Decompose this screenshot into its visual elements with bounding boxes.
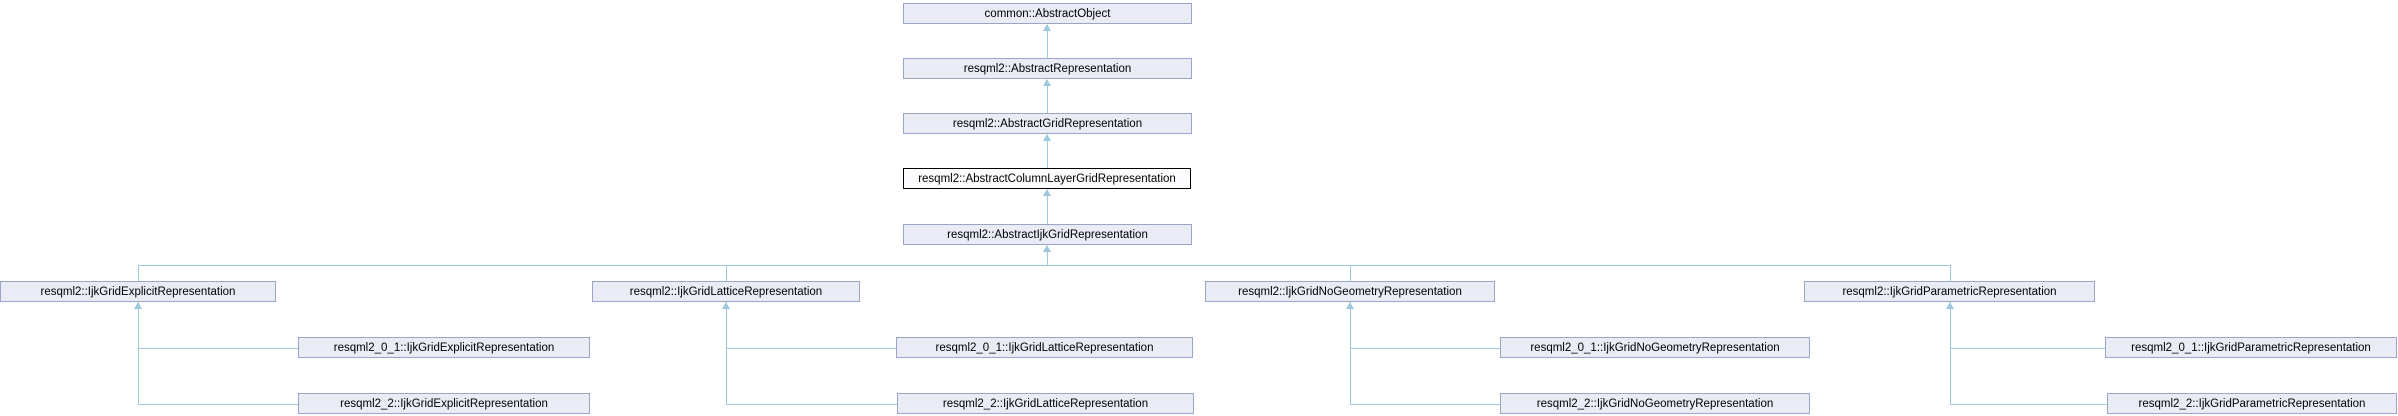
edge-line xyxy=(1950,302,1951,404)
class-node-resqml2-0-1-ijkgridexplicitrepresentation[interactable]: resqml2_0_1::IjkGridExplicitRepresentati… xyxy=(298,337,590,358)
class-node-resqml2-2-ijkgridexplicitrepresentation[interactable]: resqml2_2::IjkGridExplicitRepresentation xyxy=(298,393,590,414)
class-node-resqml2-2-ijkgridparametricrepresentation[interactable]: resqml2_2::IjkGridParametricRepresentati… xyxy=(2107,393,2397,414)
inheritance-arrow-icon xyxy=(1043,189,1051,196)
inheritance-arrow-icon xyxy=(1043,79,1051,86)
edge-line xyxy=(138,265,1951,266)
edge-line xyxy=(1950,348,2105,349)
edge-line xyxy=(1047,190,1048,224)
edge-line xyxy=(726,404,897,405)
edge-line xyxy=(1350,348,1500,349)
class-node-resqml2-ijkgridnogeometryrepresentation[interactable]: resqml2::IjkGridNoGeometryRepresentation xyxy=(1205,281,1495,302)
class-node-resqml2-0-1-ijkgridlatticerepresentation[interactable]: resqml2_0_1::IjkGridLatticeRepresentatio… xyxy=(896,337,1193,358)
edge-line xyxy=(1047,80,1048,113)
class-node-resqml2-abstractrepresentation[interactable]: resqml2::AbstractRepresentation xyxy=(903,58,1192,79)
edge-line xyxy=(1350,265,1351,281)
class-node-resqml2-abstractgridrepresentation[interactable]: resqml2::AbstractGridRepresentation xyxy=(903,113,1192,134)
edge-line xyxy=(726,348,896,349)
class-node-resqml2-ijkgridparametricrepresentation[interactable]: resqml2::IjkGridParametricRepresentation xyxy=(1804,281,2095,302)
edge-line xyxy=(1350,404,1500,405)
edge-line xyxy=(138,404,298,405)
edge-line xyxy=(726,302,727,404)
inheritance-arrow-icon xyxy=(134,302,142,309)
class-node-resqml2-ijkgridlatticerepresentation[interactable]: resqml2::IjkGridLatticeRepresentation xyxy=(592,281,860,302)
inheritance-arrow-icon xyxy=(722,302,730,309)
edge-line xyxy=(1350,302,1351,404)
class-node-resqml2-0-1-ijkgridnogeometryrepresentation[interactable]: resqml2_0_1::IjkGridNoGeometryRepresenta… xyxy=(1500,337,1810,358)
class-node-resqml2-0-1-ijkgridparametricrepresentation[interactable]: resqml2_0_1::IjkGridParametricRepresenta… xyxy=(2105,337,2397,358)
edge-line xyxy=(726,265,727,281)
inheritance-arrow-icon xyxy=(1946,302,1954,309)
edge-line xyxy=(1950,265,1951,281)
edge-line xyxy=(138,265,139,281)
edge-line xyxy=(1047,246,1048,266)
class-node-resqml2-abstractijkgridrepresentation[interactable]: resqml2::AbstractIjkGridRepresentation xyxy=(903,224,1192,245)
edge-line xyxy=(1047,25,1048,58)
class-node-common-abstractobject[interactable]: common::AbstractObject xyxy=(903,3,1192,24)
edge-line xyxy=(1950,404,2107,405)
edge-line xyxy=(138,348,298,349)
inheritance-arrow-icon xyxy=(1346,302,1354,309)
inheritance-arrow-icon xyxy=(1043,24,1051,31)
class-node-current-abstractcolumnlayergridrepresentation: resqml2::AbstractColumnLayerGridRepresen… xyxy=(903,168,1191,189)
inheritance-arrow-icon xyxy=(1043,134,1051,141)
inheritance-arrow-icon xyxy=(1043,245,1051,252)
edge-line xyxy=(1047,135,1048,168)
class-node-resqml2-ijkgridexplicitrepresentation[interactable]: resqml2::IjkGridExplicitRepresentation xyxy=(0,281,276,302)
class-node-resqml2-2-ijkgridnogeometryrepresentation[interactable]: resqml2_2::IjkGridNoGeometryRepresentati… xyxy=(1500,393,1810,414)
class-node-resqml2-2-ijkgridlatticerepresentation[interactable]: resqml2_2::IjkGridLatticeRepresentation xyxy=(897,393,1194,414)
edge-line xyxy=(138,302,139,404)
